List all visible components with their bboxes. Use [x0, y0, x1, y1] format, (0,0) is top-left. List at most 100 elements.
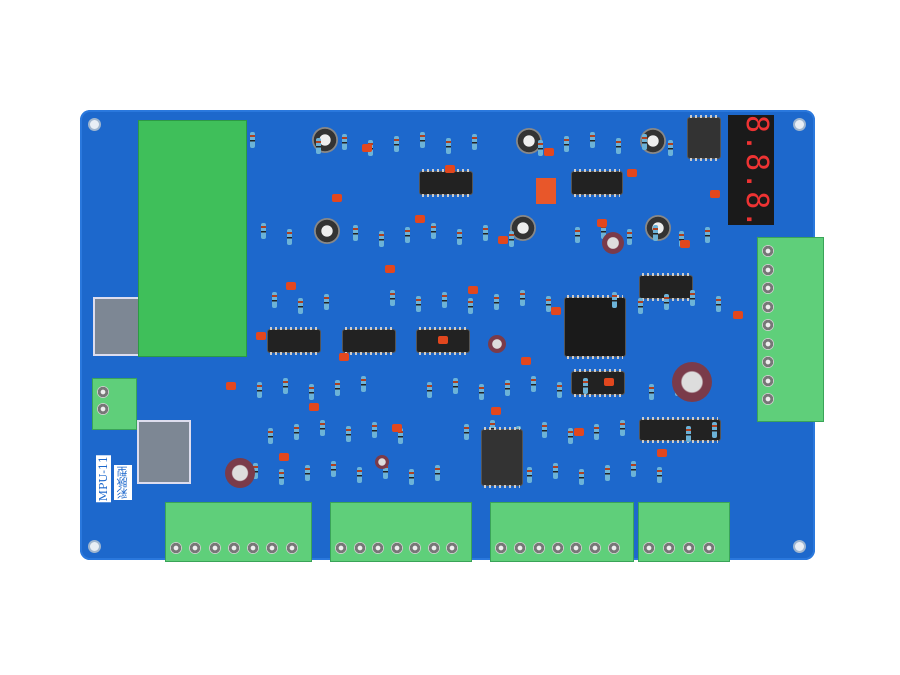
resistor: [442, 292, 447, 308]
terminal-screw: [285, 542, 298, 554]
ic-chip: [572, 169, 622, 197]
mounting-hole: [88, 118, 101, 131]
resistor: [283, 378, 288, 394]
resistor: [316, 138, 321, 154]
resistor: [653, 225, 658, 241]
resistor: [472, 134, 477, 150]
capacitor: [362, 144, 372, 152]
resistor: [601, 223, 606, 239]
resistor: [553, 463, 558, 479]
resistor: [390, 290, 395, 306]
resistor: [657, 467, 662, 483]
resistor: [638, 298, 643, 314]
resistor: [379, 231, 384, 247]
terminal-screw: [409, 542, 422, 554]
terminal-screw: [703, 542, 715, 554]
resistor: [583, 378, 588, 394]
display-digits: 8.8.8.: [728, 115, 774, 225]
capacitor: [279, 453, 289, 461]
ic-chip: [572, 369, 624, 397]
electrolytic-capacitor: [602, 232, 624, 254]
capacitor: [468, 286, 478, 294]
terminal-screw: [589, 542, 602, 554]
capacitor: [491, 407, 501, 415]
resistor: [453, 378, 458, 394]
resistor: [250, 132, 255, 148]
capacitor: [544, 148, 554, 156]
capacitor: [415, 215, 425, 223]
resistor: [564, 136, 569, 152]
resistor: [298, 298, 303, 314]
resistor: [716, 296, 721, 312]
resistor: [353, 225, 358, 241]
resistor: [575, 227, 580, 243]
resistor: [464, 424, 469, 440]
mounting-hole: [793, 118, 806, 131]
resistor: [361, 376, 366, 392]
resistor: [627, 229, 632, 245]
resistor: [468, 298, 473, 314]
resistor: [320, 420, 325, 436]
terminal-screw: [227, 542, 240, 554]
terminal-screw: [608, 542, 621, 554]
relay: [137, 420, 191, 484]
resistor: [279, 469, 284, 485]
resistor: [457, 229, 462, 245]
resistor: [546, 296, 551, 312]
relay: [93, 297, 143, 356]
resistor: [335, 380, 340, 396]
terminal-screw: [762, 393, 774, 406]
capacitor: [332, 194, 342, 202]
resistor: [309, 384, 314, 400]
resistor: [253, 463, 258, 479]
ic-chip: [420, 169, 472, 197]
terminal-screw: [762, 282, 774, 295]
resistor: [446, 138, 451, 154]
resistor: [579, 469, 584, 485]
ic-chip: [268, 327, 320, 355]
daughterboard: [138, 120, 247, 357]
electrolytic-capacitor: [672, 362, 712, 402]
resistor: [272, 292, 277, 308]
capacitor: [286, 282, 296, 290]
mounting-hole: [88, 540, 101, 553]
resistor: [416, 296, 421, 312]
electrolytic-capacitor: [375, 455, 389, 469]
ic-chip: [343, 327, 395, 355]
capacitor: [309, 403, 319, 411]
terminal-screw: [247, 542, 260, 554]
terminal-screw: [208, 542, 221, 554]
terminal-screw: [495, 542, 507, 554]
resistor: [620, 420, 625, 436]
heatsink: [482, 427, 522, 488]
capacitor: [521, 357, 531, 365]
capacitor: [551, 307, 561, 315]
resistor: [542, 422, 547, 438]
resistor: [538, 140, 543, 156]
terminal-screw: [762, 319, 774, 332]
electrolytic-capacitor: [225, 458, 255, 488]
resistor: [427, 382, 432, 398]
resistor: [712, 422, 717, 438]
resistor: [409, 469, 414, 485]
capacitor: [438, 336, 448, 344]
resistor: [294, 424, 299, 440]
potentiometer: [645, 215, 671, 241]
terminal-screw: [762, 374, 774, 387]
resistor: [494, 294, 499, 310]
resistor: [590, 132, 595, 148]
terminal-screw: [532, 542, 545, 554]
capacitor: [657, 449, 667, 457]
resistor: [686, 426, 691, 442]
potentiometer: [510, 215, 536, 241]
terminal-screw: [570, 542, 583, 554]
capacitor: [226, 382, 236, 390]
potentiometer: [314, 218, 340, 244]
terminal-screw: [353, 542, 366, 554]
resistor: [342, 134, 347, 150]
resistor: [705, 227, 710, 243]
terminal-screw: [446, 542, 459, 554]
terminal-screw: [762, 263, 774, 276]
resistor: [531, 376, 536, 392]
terminal-screw: [335, 542, 347, 554]
